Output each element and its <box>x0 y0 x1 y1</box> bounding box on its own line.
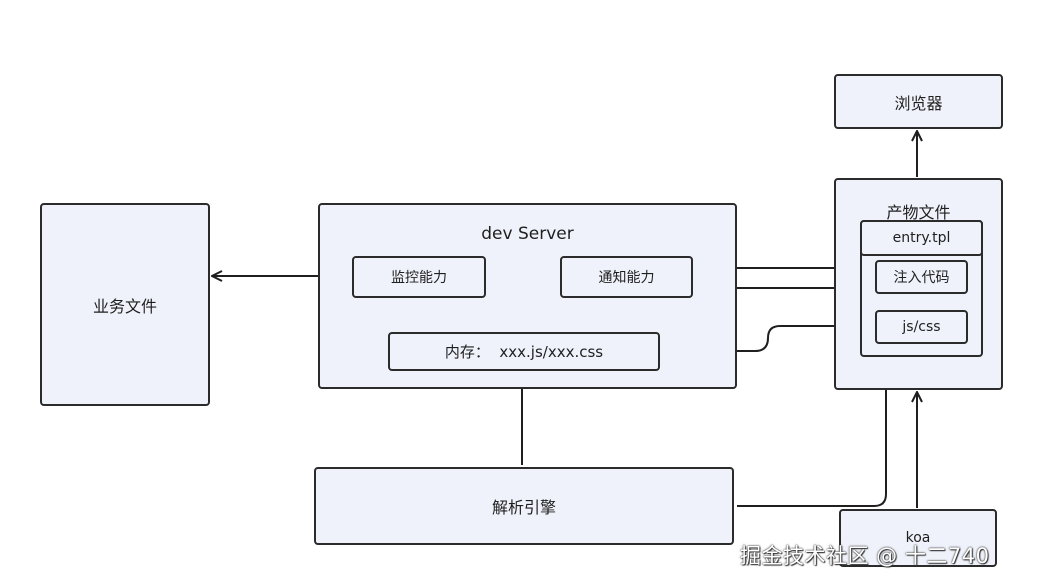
browser-box: 浏览器 <box>834 74 1003 129</box>
inject-label: 注入代码 <box>893 270 950 286</box>
business-files-label: 业务文件 <box>92 296 157 316</box>
inject-box: 注入代码 <box>875 260 968 294</box>
arrow-parser-to-jscss <box>737 347 886 507</box>
entry-label: entry.tpl <box>892 230 951 246</box>
parser-box: 解析引擎 <box>314 467 734 545</box>
jscss-label: js/css <box>902 319 941 335</box>
watermark: 掘金技术社区 @ 十二740 <box>740 544 990 568</box>
notify-box: 通知能力 <box>560 256 693 298</box>
monitor-box: 监控能力 <box>352 256 486 298</box>
memory-box: 内存： xxx.js/xxx.css <box>388 332 660 371</box>
entry-box: entry.tpl <box>860 220 983 256</box>
jscss-box: js/css <box>875 310 968 344</box>
dev-server-title: dev Server <box>481 224 574 244</box>
arrow-memory-to-jscss <box>664 326 872 352</box>
monitor-label: 监控能力 <box>391 270 447 286</box>
notify-label: 通知能力 <box>598 270 655 286</box>
koa-box: koa <box>839 509 997 567</box>
browser-label: 浏览器 <box>894 93 943 113</box>
memory-label: 内存： xxx.js/xxx.css <box>444 343 604 361</box>
artifacts-title: 产物文件 <box>886 203 951 222</box>
business-files-box: 业务文件 <box>40 203 210 406</box>
koa-label: koa <box>905 530 931 546</box>
parser-label: 解析引擎 <box>491 498 556 517</box>
